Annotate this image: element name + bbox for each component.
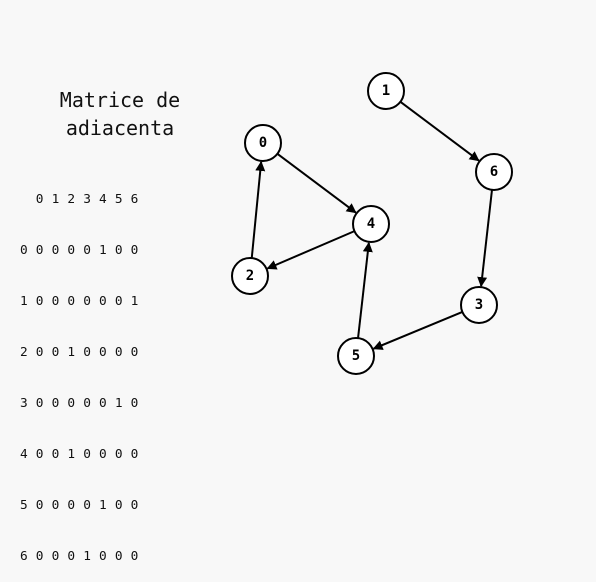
edge-6-to-3: [477, 189, 493, 288]
node-circle-0: [244, 124, 282, 162]
matrix-title: Matrice de adiacenta: [32, 86, 208, 142]
node-circle-5: [337, 337, 375, 375]
nodes-layer: 0 1 2 3 4 5 6: [231, 72, 513, 375]
edge-3-to-5: [372, 310, 463, 350]
matrix-row-5: 5 0 0 0 0 1 0 0: [20, 498, 139, 513]
directed-graph: 0 1 2 3 4 5 6: [231, 72, 513, 375]
matrix-row-2: 2 0 0 1 0 0 0 0: [20, 345, 139, 360]
node-circle-4: [352, 205, 390, 243]
node-3: 3: [460, 286, 498, 324]
matrix-row-3: 3 0 0 0 0 0 1 0: [20, 396, 139, 411]
matrix-title-line-2: adiacenta: [65, 116, 175, 140]
node-label-0: 0: [259, 135, 267, 151]
node-label-5: 5: [352, 348, 360, 364]
node-0: 0: [244, 124, 282, 162]
edge-4-to-2: [266, 230, 355, 270]
node-1: 1: [367, 72, 405, 110]
node-5: 5: [337, 337, 375, 375]
node-2: 2: [231, 257, 269, 295]
matrix-row-1: 1 0 0 0 0 0 0 1: [20, 294, 139, 309]
edge-1-to-6: [399, 101, 480, 162]
node-4: 4: [352, 205, 390, 243]
edge-2-to-0: [250, 160, 266, 259]
matrix-row-0: 0 0 0 0 0 1 0 0: [20, 243, 139, 258]
edges-layer: [250, 101, 493, 350]
node-label-2: 2: [246, 268, 254, 284]
matrix-row-4: 4 0 0 1 0 0 0 0: [20, 447, 139, 462]
node-circle-6: [475, 153, 513, 191]
matrix-row-6: 6 0 0 0 1 0 0 0: [20, 549, 139, 564]
edge-5-to-4: [357, 241, 373, 339]
node-label-6: 6: [490, 164, 498, 180]
node-circle-2: [231, 257, 269, 295]
node-circle-3: [460, 286, 498, 324]
edge-0-to-4: [276, 153, 357, 214]
node-circle-1: [367, 72, 405, 110]
matrix-title-line-1: Matrice de: [59, 88, 181, 112]
node-6: 6: [475, 153, 513, 191]
node-label-4: 4: [367, 216, 375, 232]
node-label-1: 1: [382, 83, 390, 99]
node-label-3: 3: [475, 297, 483, 313]
matrix-header-row: 0 1 2 3 4 5 6: [20, 192, 139, 207]
